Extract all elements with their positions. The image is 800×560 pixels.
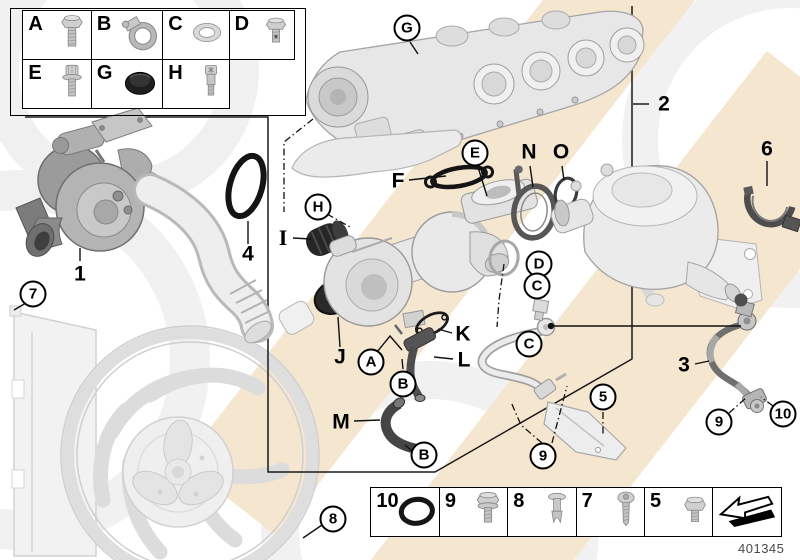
valve-cover — [305, 10, 645, 156]
legend-cell-D[interactable]: D — [228, 10, 295, 61]
hex-bolt-icon — [55, 11, 89, 60]
turbocharger-detail-view — [323, 178, 538, 329]
callout-2[interactable]: 2 — [658, 92, 670, 116]
callout-8[interactable]: 8 — [319, 505, 347, 533]
kit-boundary-box — [25, 6, 633, 473]
legend-cell-8[interactable]: 8 — [507, 487, 578, 538]
washer-icon — [187, 11, 227, 60]
legend-cell-10[interactable]: 10 — [370, 487, 441, 538]
hex-flange-bolt-icon — [470, 487, 506, 538]
callout-M[interactable]: M — [332, 410, 350, 434]
fold-arrow-icon — [716, 488, 778, 537]
callout-L[interactable]: L — [457, 348, 471, 372]
oil-drain-gasket-K — [415, 311, 449, 337]
callout-B1[interactable]: B — [389, 370, 417, 398]
catalytic-converter — [550, 163, 763, 309]
legend-cell-H[interactable]: H — [162, 58, 231, 109]
hose-clamp-icon — [121, 11, 161, 60]
callout-A[interactable]: A — [357, 348, 385, 376]
hex-bolt-icon — [679, 488, 711, 537]
callout-F[interactable]: F — [391, 169, 405, 193]
callout-J[interactable]: J — [334, 345, 346, 369]
legend-cell-C[interactable]: C — [162, 10, 231, 61]
callout-K[interactable]: K — [455, 322, 471, 346]
ribbed-flange-bolt-icon — [55, 58, 89, 109]
legend-cell-G[interactable]: G — [90, 58, 164, 109]
rubber-grommet-icon — [119, 59, 161, 108]
fastener-legend-top: A B — [10, 8, 306, 116]
o-ring-part4 — [225, 152, 267, 220]
callout-3[interactable]: 3 — [678, 353, 690, 377]
callout-O[interactable]: O — [552, 140, 570, 164]
legend-cell-B[interactable]: B — [90, 10, 164, 61]
callout-1[interactable]: 1 — [74, 262, 86, 286]
callout-4[interactable]: 4 — [242, 242, 254, 266]
drawing-number: 401345 — [738, 541, 785, 556]
heat-shield-part5 — [543, 401, 627, 461]
pan-head-screw-icon — [609, 487, 643, 538]
legend-cell-E[interactable]: E — [22, 58, 93, 109]
callout-C1[interactable]: C — [523, 272, 551, 300]
callout-9a[interactable]: 9 — [529, 442, 557, 470]
callout-G[interactable]: G — [393, 14, 421, 42]
fastener-legend-bottom: 10 9 8 7 — [370, 487, 783, 539]
reference-dash-lines — [283, 118, 774, 444]
exhaust-clamp-part6 — [743, 185, 800, 233]
callout-I[interactable]: I — [278, 225, 288, 250]
exhaust-manifold-fragment — [291, 129, 463, 178]
legend-cell-arrow — [712, 487, 783, 538]
legend-cell-9[interactable]: 9 — [438, 487, 509, 538]
callout-6[interactable]: 6 — [761, 137, 773, 161]
shoulder-screw-icon — [195, 58, 227, 109]
oil-feed-line-part3 — [706, 293, 767, 413]
callout-C2[interactable]: C — [515, 330, 543, 358]
legend-cell-7[interactable]: 7 — [575, 487, 646, 538]
callout-7[interactable]: 7 — [19, 280, 47, 308]
callout-H[interactable]: H — [304, 193, 332, 221]
legend-cell-A[interactable]: A — [22, 10, 93, 61]
banjo-bolt-icon — [260, 11, 292, 60]
callout-5[interactable]: 5 — [589, 383, 617, 411]
leader-lines — [13, 41, 768, 539]
o-ring-icon — [393, 487, 437, 538]
callout-9b[interactable]: 9 — [705, 408, 733, 436]
callout-B2[interactable]: B — [410, 441, 438, 469]
hose-stub — [278, 300, 315, 335]
turbocharger-part1 — [15, 107, 153, 257]
legend-cell-5[interactable]: 5 — [644, 487, 715, 538]
callout-E[interactable]: E — [461, 139, 489, 167]
intake-air-hose — [133, 172, 274, 344]
coolant-line — [477, 298, 567, 400]
cooling-fan-assembly — [9, 305, 320, 560]
expansion-rivet-icon — [540, 487, 574, 538]
callout-N[interactable]: N — [521, 140, 537, 164]
callout-10[interactable]: 10 — [769, 400, 797, 428]
